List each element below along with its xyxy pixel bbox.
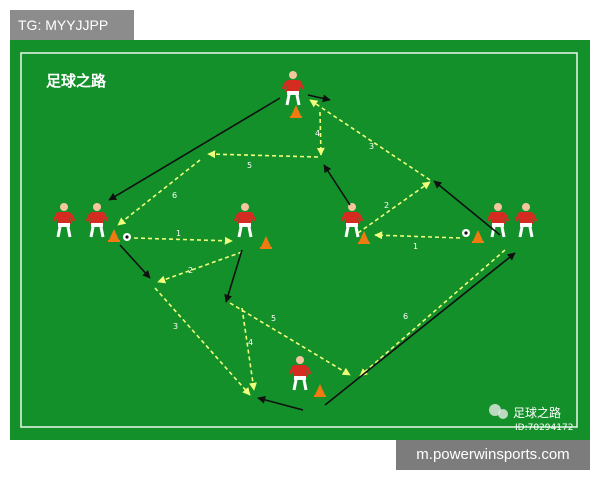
tg-channel-label: TG: MYYJJPP [18,17,109,33]
pass-2-left [157,251,243,284]
run-bottom-to-left [257,395,304,411]
pass-1-right [374,231,461,240]
ball-left [123,233,131,241]
tg-channel-badge: TG: MYYJJPP [10,10,134,40]
drill-diagram: 足球之路 [10,40,590,440]
run-top-right [307,94,331,103]
run-left-to-lane [119,244,151,279]
pass-label-6-left: 6 [403,312,408,321]
pass-label-2-left: 2 [188,266,193,275]
watermark-name: 足球之路 [513,405,561,420]
run-right-up [433,180,501,236]
pass-3-left [154,287,251,396]
pass-5-right [207,150,319,159]
wechat-watermark: 足球之路 ID:70294172 [489,404,573,433]
ball-right [462,229,470,237]
pass-label-6-right: 6 [172,191,177,200]
pitch-svg: 足球之路 [10,40,590,440]
pass-5-left [229,302,351,376]
pass-2-right [357,181,431,234]
pass-4-right [316,111,325,156]
pass-label-5-left: 5 [271,314,276,323]
pass-label-5-right: 5 [247,161,252,170]
wechat-icon [489,404,501,416]
pass-3-right [309,99,431,181]
pass-label-4-left: 4 [248,338,253,347]
pass-1-left [133,236,233,245]
site-url-badge: m.powerwinsports.com [396,440,590,470]
run-top-to-left [108,97,281,201]
pass-label-2-right: 2 [384,201,389,210]
pass-label-4-right: 4 [315,129,320,138]
pitch-boundary [20,52,578,428]
run-bottom-to-right [324,252,516,406]
pass-label-3-left: 3 [173,322,178,331]
run-midleft-down [224,249,243,303]
pass-label-3-right: 3 [369,142,374,151]
run-midright-up [323,164,351,206]
watermark-id: ID:70294172 [515,423,573,433]
pass-6-right [117,159,201,226]
site-url-label: m.powerwinsports.com [416,446,570,463]
pass-label-1-left: 1 [176,229,181,238]
diagram-title: 足球之路 [46,72,107,90]
pass-label-1-right: 1 [413,242,418,251]
